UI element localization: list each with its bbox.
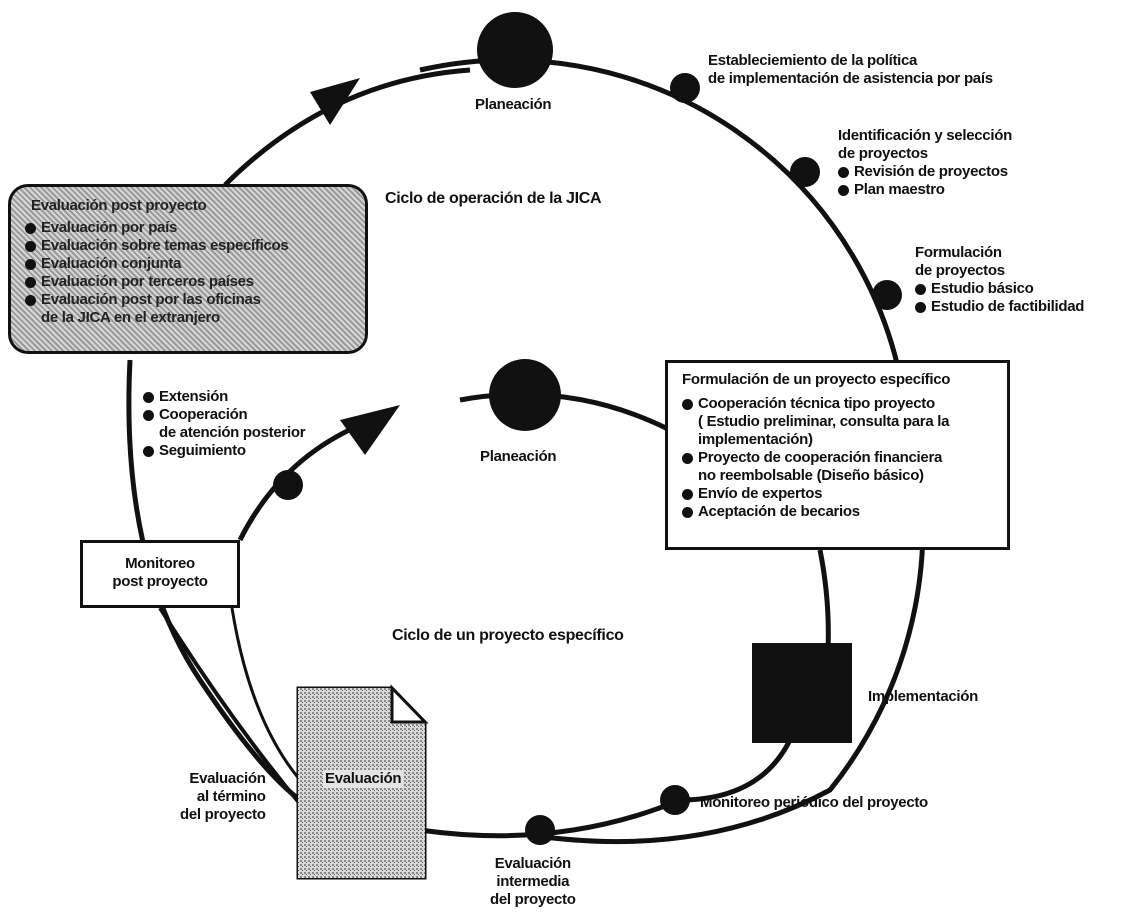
document-label: Evaluación [323,770,404,788]
inner-cycle-ring-right [817,549,831,651]
post-evaluation-list: Evaluación por país Evaluación sobre tem… [25,219,289,309]
identification-line1: Identificación y selección [838,127,1012,144]
identification-label: Identificación y selección de proyectos … [838,127,1012,199]
post-monitoring-line1: Monitoreo [125,555,195,572]
inner-cycle-ring-bottom [419,738,793,839]
specific-project-title: Formulación de un proyecto específico [682,371,951,388]
inner-cycle-ring [459,391,672,433]
post-monitoring-box: Monitoreo post proyecto [80,540,240,608]
followup-list: Extensión Cooperación de atención poster… [143,388,306,460]
post-evaluation-item: Evaluación por país [25,219,288,237]
identification-line2: de proyectos [838,145,928,162]
specific-item2-line2: no reembolsable (Diseño básico) [698,467,924,484]
post-evaluation-item: Evaluación sobre temas específicos [25,237,289,255]
formulation-label: Formulación de proyectos Estudio básico … [915,244,1084,316]
periodic-monitoring-dot [660,785,690,815]
specific-item1-line1: Cooperación técnica tipo proyecto [698,395,935,412]
end-evaluation-label: Evaluación al término del proyecto [180,770,266,824]
identification-dot [790,157,820,187]
formulation-dot [872,280,902,310]
post-evaluation-title: Evaluación post proyecto [31,197,207,214]
inner-planning-circle [489,359,561,431]
post-evaluation-last-line: de la JICA en el extranjero [41,309,220,326]
followup-item: Cooperación de atención posterior [143,406,306,442]
post-evaluation-box: Evaluación post proyecto Evaluación por … [8,184,368,354]
inner-arrow-head [340,405,400,455]
post-monitoring-content: Monitoreo post proyecto [83,555,237,591]
policy-line1: Estableciemiento de la política [708,52,918,69]
specific-project-item: Aceptación de becarios [682,503,950,521]
specific-project-item: Cooperación técnica tipo proyecto ( Estu… [682,395,950,449]
specific-project-content: Formulación de un proyecto específico Co… [682,371,950,521]
identification-item: Revisión de proyectos [838,163,1012,181]
followup-item: Seguimiento [143,442,305,460]
formulation-line2: de proyectos [915,262,1005,279]
end-evaluation-line1: Evaluación [189,770,266,787]
policy-line2: de implementación de asistencia por país [708,70,993,87]
inner-planning-label: Planeación [480,448,557,465]
formulation-line1: Formulación [915,244,1002,261]
followup-item: Extensión [143,388,305,406]
specific-item2-line1: Proyecto de cooperación financiera [698,449,943,466]
followup-cooperation-line1: Cooperación [159,406,248,423]
implementation-square [752,643,852,743]
formulation-item: Estudio de factibilidad [915,298,1084,316]
followup-dot [273,470,303,500]
followup-label: Extensión Cooperación de atención poster… [143,388,306,460]
end-evaluation-line3: del proyecto [180,806,266,823]
specific-item1-line2: ( Estudio preliminar, consulta para la [698,413,950,430]
inner-cycle-ring-left [158,606,307,812]
post-evaluation-item: Evaluación post por las oficinas [25,291,288,309]
midterm-line2: intermedia [496,873,570,890]
specific-project-item: Envío de expertos [682,485,950,503]
end-evaluation-line2: al término [196,788,266,805]
identification-item: Plan maestro [838,181,1012,199]
midterm-dot [525,815,555,845]
outer-planning-circle [477,12,553,88]
post-monitoring-line2: post proyecto [112,573,208,590]
outer-cycle-ring-left [126,359,302,802]
outer-planning-label: Planeación [475,96,552,113]
formulation-item: Estudio básico [915,280,1084,298]
project-cycle-title: Ciclo de un proyecto específico [392,627,624,644]
outer-arrow-head [310,78,360,125]
implementation-label: Implementación [868,688,978,705]
periodic-monitoring-label: Monitoreo periódico del proyecto [700,794,928,811]
midterm-line3: del proyecto [490,891,576,908]
formulation-list: Estudio básico Estudio de factibilidad [915,280,1084,316]
specific-project-box: Formulación de un proyecto específico Co… [665,360,1010,550]
specific-item1-line3: implementación) [698,431,813,448]
followup-cooperation-line2: de atención posterior [159,424,306,441]
policy-label: Estableciemiento de la política de imple… [708,52,993,88]
post-evaluation-item: Evaluación por terceros países [25,273,288,291]
post-evaluation-item: Evaluación conjunta [25,255,288,273]
identification-list: Revisión de proyectos Plan maestro [838,163,1012,199]
specific-project-list: Cooperación técnica tipo proyecto ( Estu… [682,395,950,521]
jica-cycle-title: Ciclo de operación de la JICA [385,190,602,207]
midterm-label: Evaluación intermedia del proyecto [490,855,576,909]
midterm-line1: Evaluación [494,855,572,872]
inner-cycle-ring-left-2 [230,607,302,781]
post-evaluation-content: Evaluación post proyecto Evaluación por … [25,197,289,327]
policy-dot [670,73,700,103]
specific-project-item: Proyecto de cooperación financiera no re… [682,449,950,485]
